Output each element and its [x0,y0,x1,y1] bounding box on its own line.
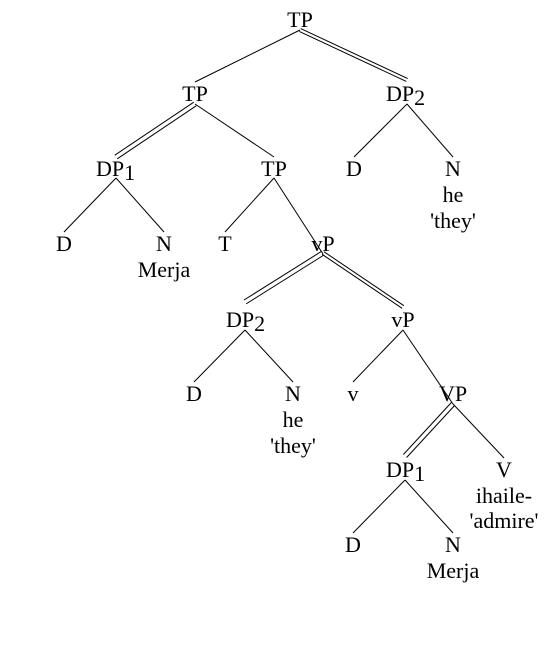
edge-tp-root-to-tp-left [194,29,301,83]
edge-tp-inner-to-vp-little-top [273,177,324,255]
node-n-dp2-top-gloss: 'they' [430,208,476,233]
edge-vp-little-top-to-dp2-low-a [243,250,323,301]
node-tp-left: TP [182,81,208,106]
edge-dp1-top-to-n-dp1-top [115,177,165,233]
node-vp-big: VP [439,381,467,406]
node-n-dp2-low: N [285,381,301,406]
edge-vp-little-top-to-vp-little-inner-a [321,253,403,309]
edge-dp1-top-to-d-dp1-top [63,177,117,233]
edge-dp2-low-to-d-dp2-low [193,329,246,383]
node-n-dp1-top: N [156,231,172,256]
node-n-dp1-low-word: Merja [427,558,480,583]
node-vp-little-top: vP [311,231,334,256]
node-d-dp1-low: D [345,532,361,557]
node-v-big-gloss: 'admire' [469,508,538,533]
edge-vp-big-to-dp1-low-a [403,402,452,455]
node-n-dp1-low: N [445,532,461,557]
edge-vp-little-inner-to-vp-big [402,329,454,405]
edge-tp-root-to-dp2-top-b [300,28,408,80]
edge-tp-left-to-tp-inner [194,103,275,158]
edge-tp-root-to-dp2-top-a [299,30,407,82]
node-tp-inner: TP [261,156,287,181]
node-vp-little-inner: vP [391,307,414,332]
node-n-dp2-low-gloss: 'they' [270,433,316,458]
edge-vp-little-inner-to-v-little [352,329,404,383]
node-tp-root: TP [287,7,313,32]
node-n-dp2-top-word: he [443,182,464,207]
edge-dp2-top-to-d-dp2-top [353,103,408,158]
node-t: T [218,231,232,256]
edge-vp-little-top-to-vp-little-inner-b [323,251,405,307]
edge-vp-big-to-v-big [452,403,505,459]
node-n-dp2-top: N [445,156,461,181]
node-d-dp2-low: D [186,381,202,406]
edge-vp-little-top-to-dp2-low-b [245,254,325,305]
node-n-dp1-top-word: Merja [138,257,191,282]
tree-edges [63,28,505,534]
edge-dp2-top-to-n-dp2-top [406,103,454,158]
node-d-dp2-top: D [346,156,362,181]
node-v-little: v [348,381,359,406]
edge-dp2-low-to-n-dp2-low [244,329,294,383]
node-d-dp1-top: D [56,231,72,256]
node-dp2-top: DP2 [386,81,425,110]
edge-tp-inner-to-t [224,177,275,233]
node-dp1-top: DP1 [96,156,135,185]
node-dp1-low: DP1 [386,457,425,486]
edge-dp1-low-to-n-dp1-low [404,479,454,534]
node-v-big-word: ihaile- [476,483,532,508]
node-n-dp2-low-word: he [283,407,304,432]
edge-tp-left-to-dp1-top-b [116,105,197,160]
node-v-big: V [496,457,512,482]
edge-tp-left-to-dp1-top-a [114,101,195,156]
edge-dp1-low-to-d-dp1-low [352,479,406,534]
node-dp2-low: DP2 [226,307,265,336]
edge-vp-big-to-dp1-low-b [406,405,455,458]
